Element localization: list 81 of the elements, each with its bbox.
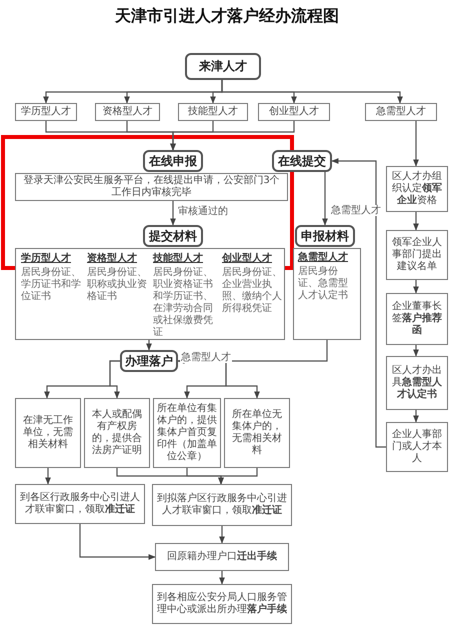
- process-box: [152, 584, 292, 624]
- node-text: 领军企业人事部门提出建议名单: [391, 237, 443, 273]
- node-text: 在线申报: [149, 152, 197, 170]
- arrow: [170, 121, 295, 151]
- process-box: [152, 484, 292, 526]
- arrow: [170, 201, 176, 226]
- node-text: 在津无工作单位，无需相关材料: [22, 415, 74, 451]
- arrow: [413, 280, 419, 294]
- process-box: [386, 293, 448, 345]
- node-text: 区人才办组织认定领军企业资格: [391, 171, 443, 207]
- arrow: [413, 410, 419, 423]
- arrow: [413, 121, 419, 167]
- category-box: [258, 103, 330, 121]
- node-text: 到拟落户区行政服务中心引进人才联审窗口，领取准迁证: [156, 493, 288, 517]
- arrow: [79, 524, 156, 560]
- process-box: [155, 543, 289, 571]
- node-text: 企业人事部门或人才本人: [391, 429, 443, 465]
- node-text: 资格型人才: [102, 106, 152, 118]
- node-text: 本人或配偶有产权房的，提供合法房产证明: [91, 409, 143, 457]
- column-heading: 急需型人才: [298, 252, 348, 264]
- node-text: 区人才办出具急需型人才认定书: [391, 365, 443, 401]
- node-text: 技能型人才: [188, 106, 238, 118]
- arrow: [218, 468, 258, 485]
- column-text: 居民身份证、急需型人才认定书: [298, 266, 349, 302]
- column-heading: 创业型人才: [222, 253, 272, 265]
- start-box: [185, 53, 261, 80]
- edge-label: 急需型人才: [180, 352, 232, 363]
- step-box: [272, 150, 332, 172]
- column-text: 居民身份证、企业营业执照、缴纳个人所得税凭证: [222, 267, 283, 315]
- step-box: [295, 225, 355, 247]
- node-text: 回原籍办理户口迁出手续: [167, 551, 277, 563]
- node-text: 学历型人才: [21, 106, 71, 118]
- category-box: [178, 103, 248, 121]
- node-text: 提交材料: [149, 228, 197, 244]
- process-box: [224, 398, 290, 468]
- column-text: 居民身份证、职业资格证书和学历证书、在津劳动合同或社保缴费凭证: [153, 267, 214, 339]
- step-box: [143, 150, 203, 172]
- arrow: [219, 571, 225, 585]
- edge-label: 审核通过的: [177, 206, 229, 217]
- node-text: 来津人才: [199, 58, 247, 75]
- arrow: [146, 340, 152, 351]
- category-box: [365, 103, 437, 121]
- process-box: [15, 484, 145, 524]
- category-box: [15, 103, 77, 121]
- node-text: 企业董事长签落户推荐函: [391, 301, 443, 337]
- step-box: [120, 350, 178, 372]
- column-heading: 资格型人才: [87, 253, 137, 265]
- materials-box: [293, 248, 361, 340]
- process-box: [84, 398, 150, 468]
- arrow: [322, 172, 328, 226]
- materials-box: [15, 248, 285, 340]
- node-text: 急需型人才: [376, 106, 426, 118]
- node-text: 在线提交: [278, 152, 326, 170]
- node-text: 登录天津公安民生服务平台，在线提出申请，公安部门3个工作日内审核完毕: [22, 175, 281, 199]
- arrow: [221, 80, 403, 104]
- arrow: [45, 468, 51, 485]
- node-text: 办理落户: [125, 352, 173, 370]
- diagram-title: 天津市引进人才落户经办流程图: [114, 6, 340, 27]
- node-text: 申报材料: [301, 228, 349, 244]
- arrow: [109, 360, 120, 399]
- category-box: [95, 103, 160, 121]
- process-box: [386, 422, 448, 472]
- node-text: 所在单位有集体户的，提供集体户首页复印件（加盖单位公章）: [157, 403, 217, 463]
- process-box: [386, 356, 448, 410]
- edge-label: 急需型人才: [330, 205, 382, 216]
- arrow: [219, 526, 225, 544]
- column-heading: 学历型人才: [21, 253, 71, 265]
- arrow: [413, 212, 419, 231]
- arrow: [413, 345, 419, 357]
- process-box: [386, 230, 448, 280]
- node-text: 创业型人才: [269, 106, 319, 118]
- node-text: 所在单位无集体户的，无需相关材料: [231, 409, 283, 457]
- process-box: [15, 398, 81, 468]
- process-box: [15, 173, 288, 201]
- node-text: 到各相应公安分局人口服务管理中心或派出所办理落户手续: [156, 592, 288, 616]
- column-heading: 技能型人才: [153, 253, 203, 265]
- column-text: 居民身份证、职称或执业资格证书: [87, 267, 147, 303]
- arrow: [331, 158, 386, 448]
- step-box: [143, 225, 203, 247]
- column-text: 居民身份证、学历证书和学位证书: [21, 267, 81, 303]
- node-text: 到各区行政服务中心引进人才联审窗口，领取准迁证: [19, 492, 141, 516]
